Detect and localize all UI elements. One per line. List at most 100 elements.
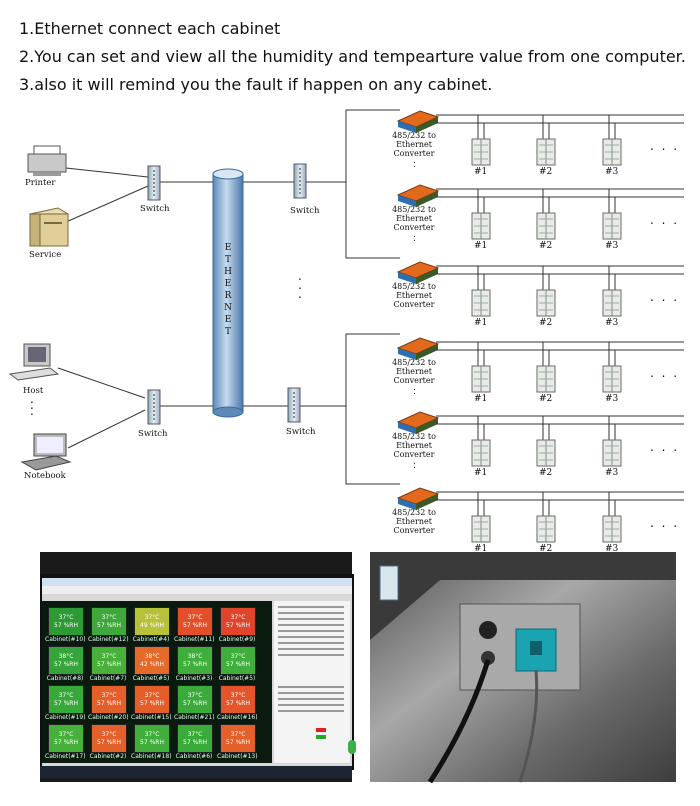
more-cabinets-ellipsis: . . .: [650, 139, 680, 153]
tile-humidity: 57 %RH: [226, 661, 250, 668]
converter-icon: [396, 261, 440, 284]
tile-cabinet-name: Cabinet(#13): [217, 753, 258, 760]
tile-cabinet-name: Cabinet(#4): [132, 636, 170, 643]
converter-ellipsis: ..: [413, 230, 418, 244]
host-ellipsis: ...: [30, 392, 36, 418]
cabinet-icon: [536, 416, 556, 467]
cabinet-photo: [370, 552, 676, 784]
tile-temperature: 37°C: [230, 653, 246, 660]
tile-temperature: 37°C: [230, 731, 246, 738]
tile-cabinet-name: Cabinet(#6): [175, 753, 213, 760]
converter-icon: [396, 337, 440, 360]
tile-humidity: 57 %RH: [140, 739, 164, 746]
printer-icon: [27, 145, 67, 176]
more-cabinets-ellipsis: . . .: [650, 440, 680, 454]
cabinet-icon: [536, 342, 556, 393]
tile-temperature: 38°C: [58, 653, 74, 660]
cabinet-icon: [536, 492, 556, 543]
tile-humidity: 57 %RH: [183, 622, 207, 629]
tile-cabinet-name: Cabinet(#21): [174, 714, 215, 721]
converter-icon: [396, 487, 440, 510]
printer-label: Printer: [25, 178, 56, 188]
ethernet-label: ETHERNET: [224, 243, 232, 337]
more-cabinets-ellipsis: . . .: [650, 516, 680, 530]
cabinet-icon: [471, 342, 491, 393]
intro-line-2: 2.You can set and view all the humidity …: [19, 47, 686, 66]
tile-humidity: 57 %RH: [226, 739, 250, 746]
cabinet-number: #3: [605, 167, 619, 177]
tile-temperature: 38°C: [187, 653, 203, 660]
cabinet-number: #1: [474, 241, 488, 251]
cabinet-row: [396, 487, 684, 543]
tile-humidity: 57 %RH: [183, 661, 207, 668]
more-cabinets-ellipsis: . . .: [650, 366, 680, 380]
cabinet-number: #1: [474, 167, 488, 177]
tile-temperature: 37°C: [230, 614, 246, 621]
tile-humidity: 57 %RH: [97, 700, 121, 707]
tile-cabinet-name: Cabinet(#9): [218, 636, 256, 643]
tile-cabinet-name: Cabinet(#11): [174, 636, 215, 643]
tile-cabinet-name: Cabinet(#5): [218, 675, 256, 682]
tile-temperature: 37°C: [144, 614, 160, 621]
tile-cabinet-name: Cabinet(#19): [45, 714, 86, 721]
cabinet-icon: [471, 189, 491, 240]
cabinet-number: #1: [474, 544, 488, 554]
cabinet-icon: [471, 416, 491, 467]
converter-icon: [396, 184, 440, 207]
cabinet-number: #1: [474, 394, 488, 404]
cabinet-icon: [536, 115, 556, 166]
tile-humidity: 57 %RH: [54, 739, 78, 746]
tile-cabinet-name: Cabinet(#12): [88, 636, 129, 643]
tile-temperature: 37°C: [187, 614, 203, 621]
tile-temperature: 37°C: [187, 731, 203, 738]
tile-cabinet-name: Cabinet(#3): [175, 675, 213, 682]
tile-temperature: 37°C: [101, 731, 117, 738]
cabinet-number: #2: [539, 318, 553, 328]
tile-cabinet-name: Cabinet(#8): [46, 675, 84, 682]
left-links: [57, 167, 294, 449]
switch-label-3: Switch: [138, 429, 168, 439]
cabinet-icon: [471, 266, 491, 317]
switch-left-bottom: [147, 389, 161, 425]
tile-temperature: 37°C: [144, 731, 160, 738]
tile-cabinet-name: Cabinet(#20): [88, 714, 129, 721]
cabinet-number: #2: [539, 241, 553, 251]
cabinet-icon: [602, 416, 622, 467]
tile-humidity: 57 %RH: [54, 661, 78, 668]
cabinet-icon: [602, 342, 622, 393]
more-cabinets-ellipsis: . . .: [650, 290, 680, 304]
notebook-label: Notebook: [24, 471, 66, 481]
tile-humidity: 49 %RH: [140, 622, 164, 629]
tile-temperature: 37°C: [187, 692, 203, 699]
tile-humidity: 57 %RH: [226, 622, 250, 629]
switch-right-top: [293, 163, 307, 199]
notebook-icon: [20, 433, 72, 471]
cabinet-icon: [536, 266, 556, 317]
tile-cabinet-name: Cabinet(#2): [89, 753, 127, 760]
switch-right-bottom: [287, 387, 301, 423]
tile-humidity: 57 %RH: [97, 622, 121, 629]
